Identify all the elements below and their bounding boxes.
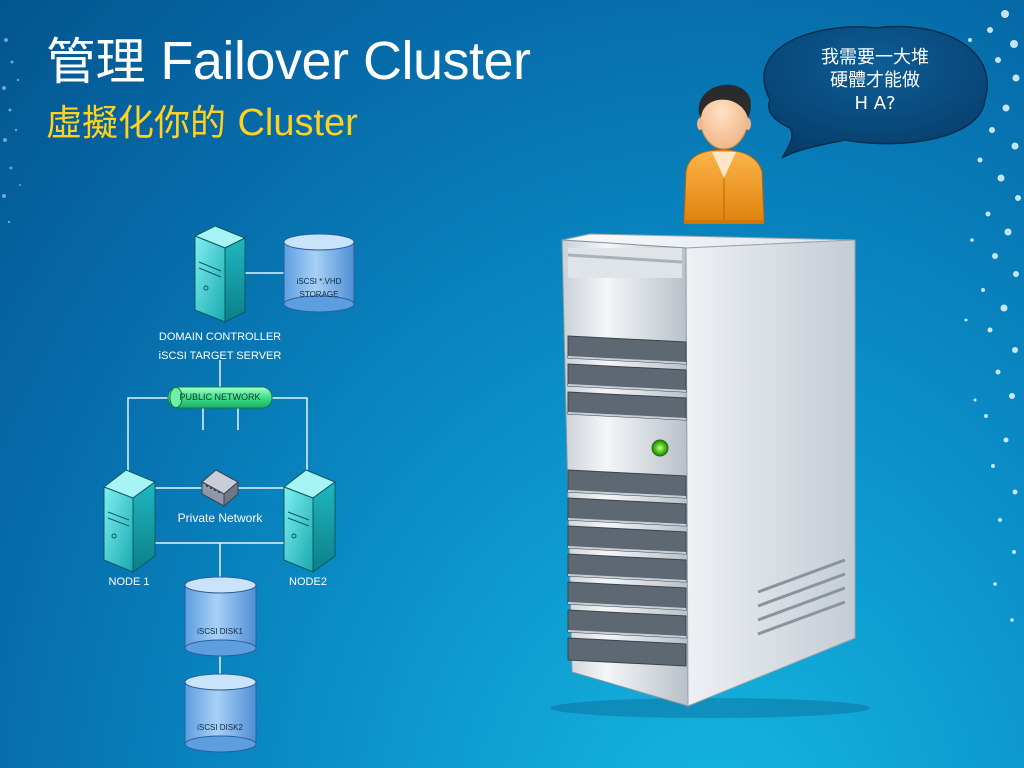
bubble-line-3: H A? — [854, 93, 896, 114]
vhd-storage-label-2: STORAGE — [299, 290, 339, 299]
bubble-line-1: 我需要一大堆 — [821, 47, 929, 68]
title-zh: 管理 — [46, 33, 146, 91]
public-network-pipe-icon — [167, 386, 273, 409]
page-title: 管理 Failover Cluster — [46, 22, 531, 94]
disk2-cylinder-icon — [184, 673, 257, 753]
domain-controller-server-icon — [193, 225, 247, 323]
power-led-icon — [651, 439, 669, 457]
public-network-label: PUBLIC NETWORK — [179, 392, 261, 402]
speech-bubble — [763, 25, 988, 159]
private-network-label: Private Network — [177, 511, 263, 525]
disk1-label: iSCSI DISK1 — [197, 627, 243, 636]
domain-controller-label: DOMAIN CONTROLLER — [158, 331, 282, 343]
disk1-cylinder-icon — [184, 576, 257, 657]
tower-drive-bays — [567, 335, 687, 667]
iscsi-target-label: iSCSI TARGET SERVER — [158, 350, 282, 362]
tower-server-icon — [550, 233, 870, 718]
disk2-label: iSCSI DISK2 — [197, 723, 243, 732]
speech-bubble-text: 我需要一大堆 硬體才能做 H A? — [790, 46, 960, 115]
bubble-line-2: 硬體才能做 — [830, 70, 920, 91]
node2-server-icon — [282, 469, 337, 573]
title-en: Failover Cluster — [160, 31, 531, 91]
person-avatar-icon — [683, 84, 765, 224]
node1-label: NODE 1 — [108, 576, 150, 588]
page-subtitle: 虛擬化你的 Cluster — [46, 94, 358, 146]
vhd-storage-label-1: iSCSI *.VHD — [296, 277, 342, 286]
node2-label: NODE2 — [289, 576, 327, 588]
subtitle-zh: 虛擬化你的 — [46, 103, 227, 144]
tower-side-vents — [757, 558, 846, 636]
vhd-storage-cylinder-icon — [283, 233, 355, 313]
left-dots-decoration — [2, 38, 21, 224]
node1-server-icon — [102, 469, 157, 573]
subtitle-en: Cluster — [237, 102, 358, 144]
network-switch-icon — [201, 469, 239, 508]
right-dots-decoration — [964, 10, 1021, 622]
